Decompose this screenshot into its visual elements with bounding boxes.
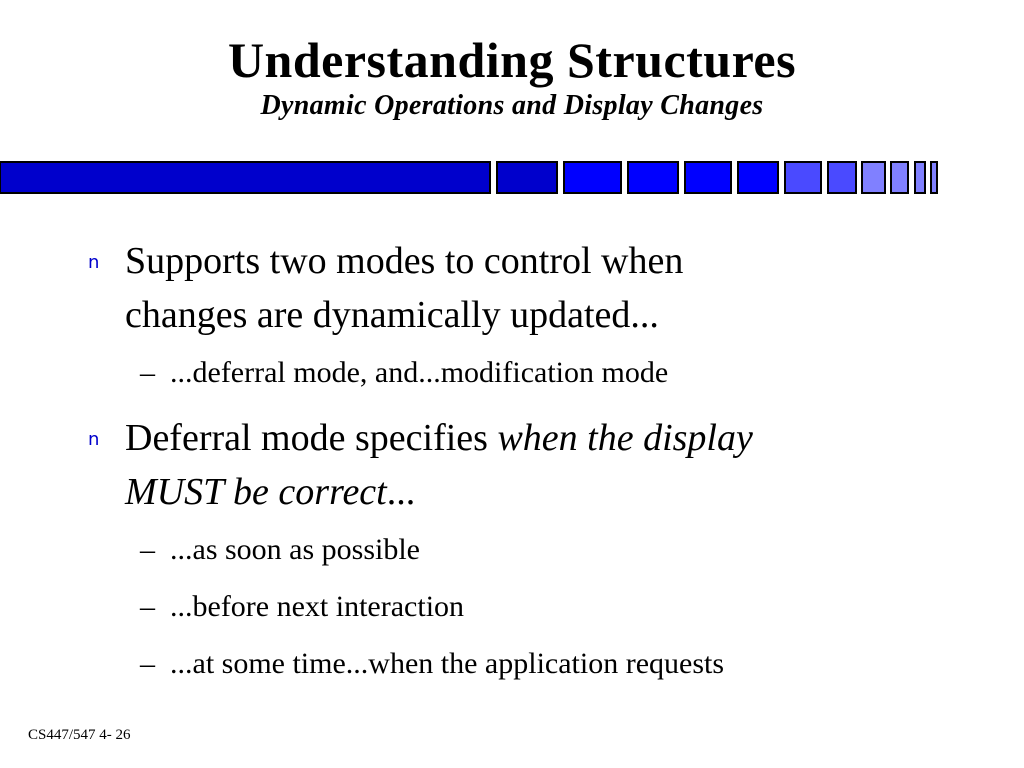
bullet-2-text: Deferral mode specifies when the display… xyxy=(125,411,905,519)
dash-marker: – xyxy=(140,647,155,680)
deco-block xyxy=(627,161,679,194)
deco-block xyxy=(0,161,491,194)
slide-title: Understanding Structures xyxy=(227,32,797,88)
bullet-marker: n xyxy=(88,252,100,273)
deco-block xyxy=(861,161,886,194)
deco-block xyxy=(930,161,938,194)
dash-marker: – xyxy=(140,356,155,389)
sub-bullet-1-1-text: ...deferral mode, and...modification mod… xyxy=(170,356,669,389)
bullet-2-line-1-italic: when the display xyxy=(497,417,753,459)
deco-block xyxy=(827,161,857,194)
bullet-marker: n xyxy=(88,429,100,450)
bullet-1-line-2: changes are dynamically updated... xyxy=(125,294,659,336)
sub-bullet-2-2-text: ...before next interaction xyxy=(170,590,465,623)
sub-bullet-2-3-text: ...at some time...when the application r… xyxy=(170,647,725,680)
deco-block xyxy=(563,161,622,194)
bullet-2-line-2: MUST be correct... xyxy=(125,465,905,519)
bullet-2-line-1-normal: Deferral mode specifies xyxy=(125,417,498,459)
slide-subtitle: Dynamic Operations and Display Changes xyxy=(260,90,764,121)
deco-block xyxy=(914,161,926,194)
deco-block xyxy=(684,161,732,194)
dash-marker: – xyxy=(140,590,155,623)
deco-block xyxy=(784,161,822,194)
deco-block xyxy=(890,161,909,194)
bullet-2-line-2-italic: MUST be correct xyxy=(125,471,387,513)
dash-marker: – xyxy=(140,533,155,566)
deco-block xyxy=(496,161,558,194)
bullet-2-line-1: Deferral mode specifies when the display xyxy=(125,411,905,465)
bullet-2-line-2-normal: ... xyxy=(386,471,416,513)
slide-footer: CS447/547 4- 26 xyxy=(28,727,131,743)
bullet-1-text: Supports two modes to control when chang… xyxy=(125,234,905,342)
sub-bullet-2-1-text: ...as soon as possible xyxy=(170,533,420,566)
bullet-1-line-1: Supports two modes to control when xyxy=(125,240,684,282)
decorative-block-bar xyxy=(0,161,938,194)
deco-block xyxy=(737,161,779,194)
